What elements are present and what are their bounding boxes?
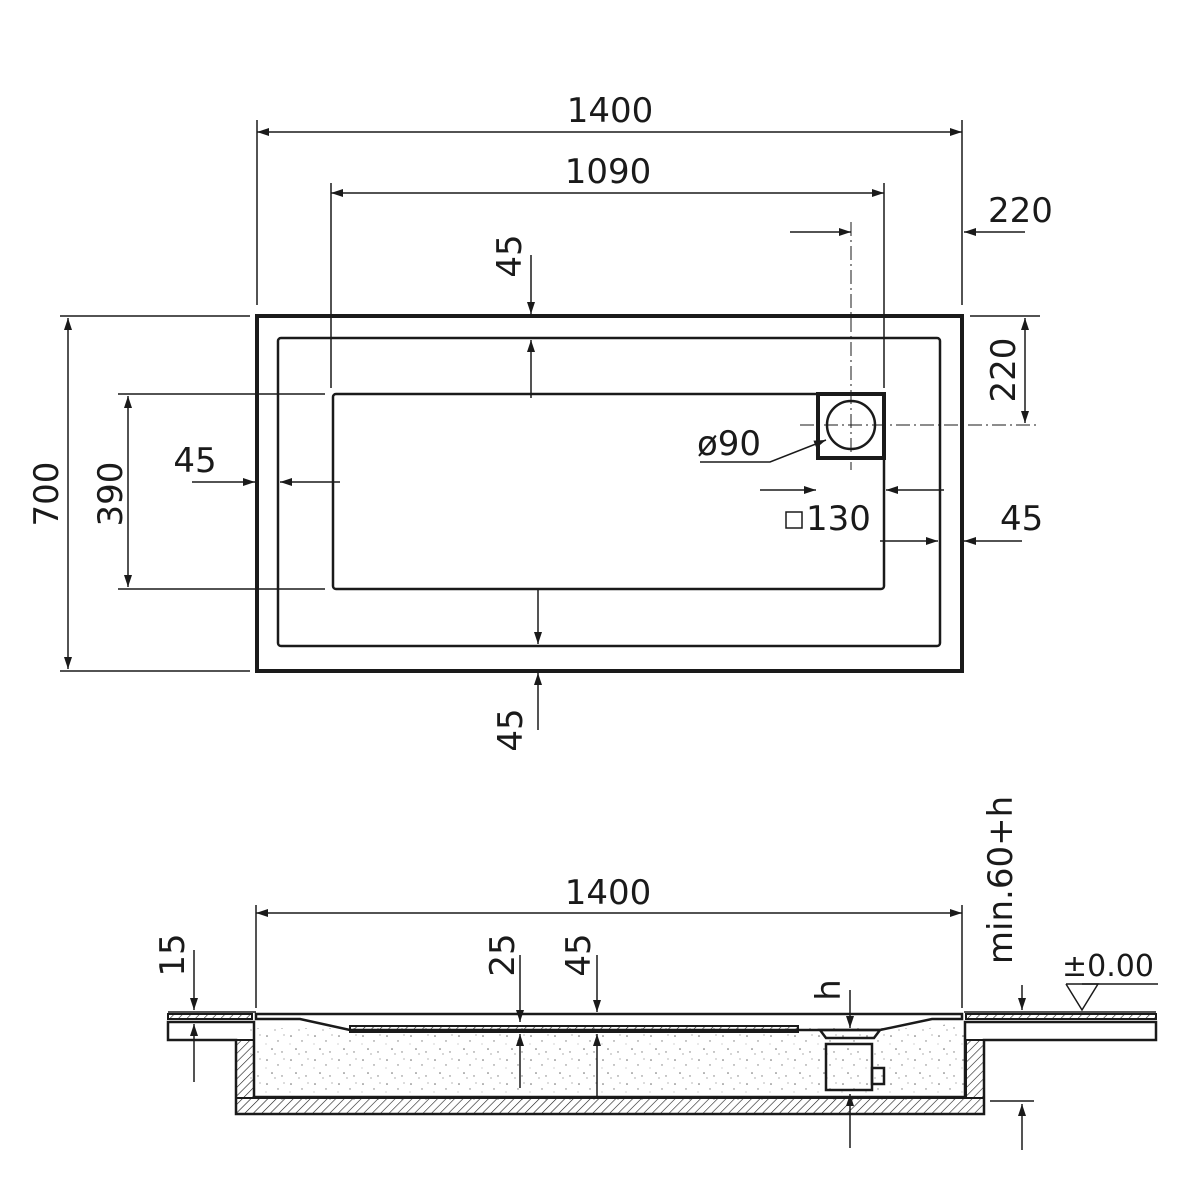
dim-inner-width: 390 <box>91 462 131 527</box>
dim-rim-bottom: 45 <box>491 708 531 751</box>
tray-base-hatch <box>349 1025 799 1033</box>
dim-45: 45 <box>559 933 599 976</box>
dim-rim-right: 45 <box>1000 499 1043 539</box>
tray-basin <box>331 392 886 591</box>
floor-left-hatch <box>167 1013 253 1020</box>
dim-drain-offset-top: 220 <box>988 191 1053 231</box>
dim-rim-top: 45 <box>490 234 530 277</box>
dim-section-length: 1400 <box>565 873 652 913</box>
dim-inner-length: 1090 <box>565 152 652 192</box>
floor-right-hatch <box>965 1013 1157 1020</box>
top-view: 1400 1090 220 220 700 390 45 45 <box>27 91 1053 752</box>
section-view: 1400 15 25 45 h min.60+h ±0.00 <box>153 796 1158 1150</box>
dim-rim-left: 45 <box>173 441 216 481</box>
dim-overall-width: 700 <box>27 462 67 527</box>
tray-rim-line <box>276 336 942 648</box>
dim-drain-square: 130 <box>806 499 871 539</box>
dim-drain-diameter: ø90 <box>697 424 761 464</box>
dim-min-depth: min.60+h <box>981 796 1021 964</box>
level-marker-icon <box>1065 983 1100 1012</box>
dim-floor-thickness: 15 <box>153 933 193 976</box>
dim-overall-length: 1400 <box>567 91 654 131</box>
square-symbol-icon <box>785 511 803 529</box>
dim-drain-offset-side: 220 <box>984 338 1024 403</box>
drain-outlet <box>870 1066 886 1086</box>
tray-outer-edge <box>255 314 964 673</box>
dim-25: 25 <box>483 933 523 976</box>
pit-wall-hatch <box>235 1097 985 1115</box>
concrete-bed <box>250 1020 965 1100</box>
pit-left-wall-hatch <box>235 1039 255 1099</box>
drain-body <box>817 1028 883 1040</box>
pit-right-wall-hatch <box>965 1039 985 1099</box>
dim-level: ±0.00 <box>1062 949 1154 984</box>
dim-drain-height: h <box>809 979 849 1001</box>
